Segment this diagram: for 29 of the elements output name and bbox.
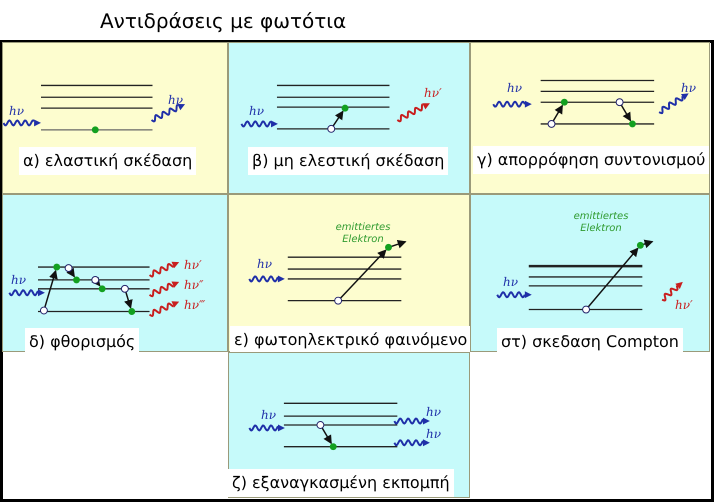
- photon-label: hν: [507, 80, 522, 97]
- panel: [470, 42, 710, 194]
- photon-label: hν‴: [184, 297, 206, 314]
- panel-label: ε) φωτοηλεκτρικό φαινόμενο: [230, 326, 472, 354]
- panel: [228, 352, 470, 498]
- photon-label: hν: [9, 103, 24, 120]
- photon-label: hν: [261, 407, 276, 424]
- photon-label: hν: [681, 80, 696, 97]
- photon-label: hν: [257, 256, 272, 273]
- panel-label: β) μη ελεστική σκέδαση: [248, 147, 448, 175]
- photon-label: hν″: [184, 277, 204, 294]
- panel: [228, 194, 470, 352]
- photon-label: hν: [503, 274, 518, 291]
- photon-label: hν: [426, 404, 442, 421]
- photon-label: hν′: [424, 85, 442, 102]
- panel-label: ζ) εξαναγκασμένη εκπομπή: [228, 469, 454, 497]
- photon-label: hν: [426, 426, 442, 443]
- photon-label: hν: [249, 103, 264, 120]
- photon-label: hν′: [675, 297, 693, 314]
- panel-label: α) ελαστική σκέδαση: [19, 147, 196, 175]
- panel-label: γ) απορρόφηση συντονισμού: [473, 146, 710, 174]
- title: Αντιδράσεις με φωτότια: [100, 8, 346, 35]
- electron-label: emittiertes Elektron: [334, 222, 392, 246]
- panel: [228, 42, 470, 194]
- photon-label: hν: [11, 272, 26, 289]
- photon-label: hν′: [184, 257, 202, 274]
- electron-label: emittiertes Elektron: [572, 211, 630, 235]
- photon-label: hν: [168, 92, 184, 109]
- panel: [2, 42, 228, 194]
